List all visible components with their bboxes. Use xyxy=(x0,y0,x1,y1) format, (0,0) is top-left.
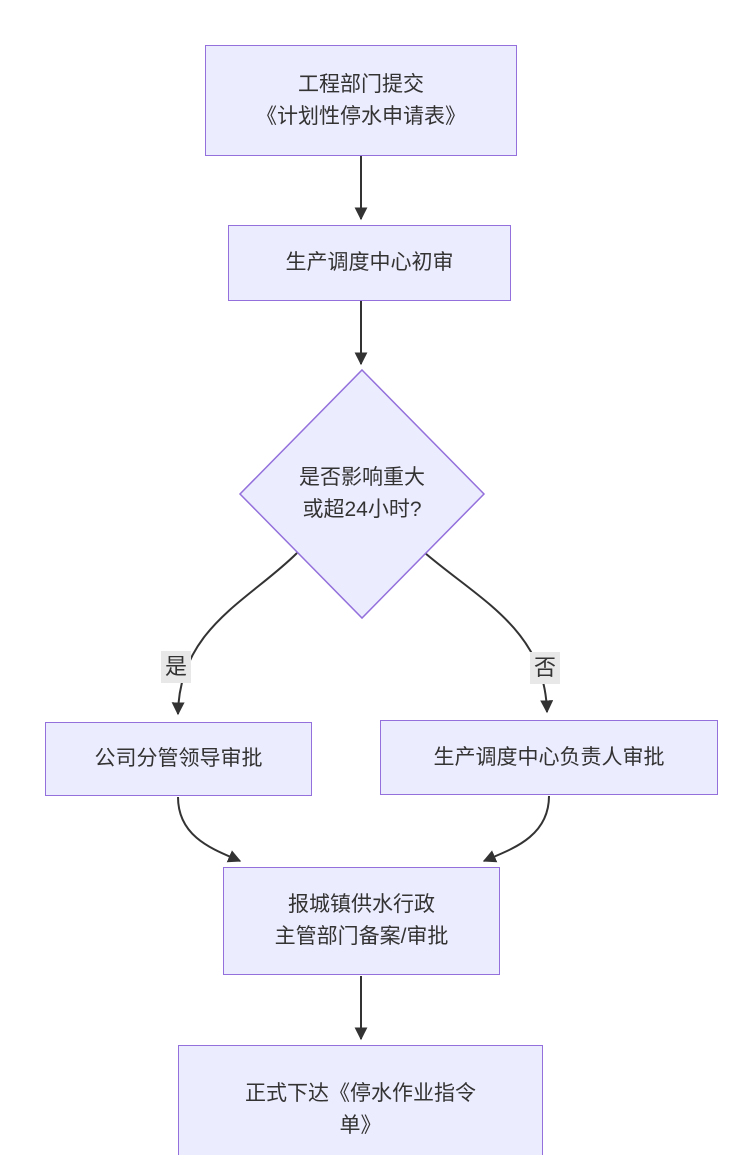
node-center-head-approval: 生产调度中心负责人审批 xyxy=(380,720,718,795)
node-decision: 是否影响重大 或超24小时? xyxy=(252,453,472,535)
decision-diamond-shape xyxy=(238,368,486,620)
edge-center-head-to-report xyxy=(482,795,550,863)
edge-label-yes: 是 xyxy=(160,651,192,683)
node-initial-review-label: 生产调度中心初审 xyxy=(285,251,454,274)
node-center-head-approval-label: 生产调度中心负责人审批 xyxy=(433,745,665,769)
node-report-authority-label: 报城镇供水行政 主管部门备案/审批 xyxy=(274,893,449,948)
node-decision-label: 是否影响重大 或超24小时? xyxy=(299,466,425,521)
edge-decision-to-center-head-no xyxy=(424,552,554,714)
node-report-authority: 报城镇供水行政 主管部门备案/审批 xyxy=(223,867,500,975)
node-issue-order: 正式下达《停水作业指令 单》 xyxy=(178,1045,543,1155)
node-leader-approval: 公司分管领导审批 xyxy=(45,722,312,796)
node-initial-review: 生产调度中心初审 xyxy=(228,225,511,301)
node-submit-application-label: 工程部门提交 《计划性停水申请表》 xyxy=(256,72,466,128)
edge-label-no: 否 xyxy=(529,652,561,684)
node-issue-order-label: 正式下达《停水作业指令 单》 xyxy=(245,1082,476,1137)
node-leader-approval-label: 公司分管领导审批 xyxy=(94,747,263,770)
edge-leader-to-report xyxy=(177,796,242,863)
edge-decision-to-leader-yes xyxy=(171,552,298,716)
node-submit-application: 工程部门提交 《计划性停水申请表》 xyxy=(205,45,517,156)
